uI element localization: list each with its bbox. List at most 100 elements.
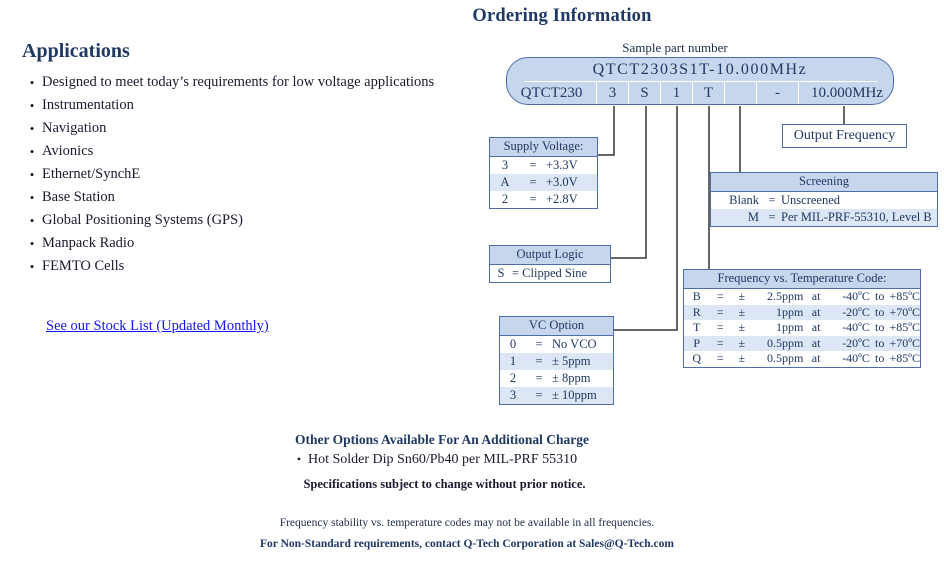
bullet-icon: • [29,98,35,113]
other-options-item-text: Hot Solder Dip Sn60/Pb40 per MIL-PRF 553… [308,452,578,467]
footer-note-contact-text: For Non-Standard requirements, contact Q… [260,538,674,550]
bullet-icon: • [29,144,35,159]
cell-hi: +85ºC [889,289,921,304]
cell-at: at [811,289,821,304]
cell-code: 3 [501,158,509,172]
cell-hi: +70ºC [889,335,921,350]
page-title: Ordering Information [0,6,944,27]
bullet-icon: • [29,75,35,90]
cell-value: Unscreened [781,193,840,207]
application-item-label: Navigation [42,120,107,136]
cell-code: T [693,320,701,335]
application-item-label: Instrumentation [42,97,134,113]
cell-code: 2 [509,371,517,385]
cell-code: S [497,266,505,280]
footer-note-availability-text: Frequency stability vs. temperature code… [279,517,655,529]
bullet-icon: • [29,121,35,136]
cell-lo: -40ºC [842,289,870,304]
vc-option-header: VC Option [500,317,613,336]
cell-eq: = [535,371,543,385]
cell-ppm: 0.5ppm [767,335,804,350]
cell-at: at [811,351,821,366]
cell-code: B [692,289,701,304]
cell-eq: = [716,304,724,319]
cell-hi: +85ºC [889,351,921,366]
cell-value: ± 8ppm [552,371,591,385]
table-row: Blank=Unscreened [711,192,937,209]
application-item-label: Ethernet/SynchE [42,166,141,182]
application-item-label: FEMTO Cells [42,258,125,274]
output-logic-rows: S= Clipped Sine [490,265,610,282]
stock-list-link[interactable]: See our Stock List (Updated Monthly) [46,318,269,334]
cell-eq: = [716,335,724,350]
cell-to: to [875,320,885,335]
cell-eq: = [768,193,776,207]
output-logic-table: Output Logic S= Clipped Sine [489,245,611,283]
application-item-label: Global Positioning Systems (GPS) [42,212,244,228]
cell-code: M [747,210,759,224]
bullet-icon: • [29,259,35,274]
table-row: 2 = ± 8ppm [500,370,613,387]
cell-value: +3.3V [546,158,578,172]
application-item-label: Designed to meet today’s requirements fo… [42,74,435,90]
other-options-heading-text: Other Options Available For An Additiona… [294,432,590,447]
applications-heading: Applications [22,40,130,62]
cell-code: 3 [509,388,517,402]
frequency-temperature-table: Frequency vs. Temperature Code: B = ±2.5pp… [683,269,921,368]
cell-lo: -20ºC [842,304,870,319]
cell-eq: = [535,354,543,368]
cell-value: Per MIL-PRF-55310, Level B [781,210,932,224]
page-title-text: Ordering Information [472,6,652,26]
footer-note-contact: For Non-Standard requirements, contact Q… [0,538,944,550]
cell-lo: -40ºC [842,320,870,335]
application-item: • Base Station [22,187,452,209]
cell-code: R [692,304,701,319]
frequency-temperature-header: Frequency vs. Temperature Code: [684,270,920,289]
cell-at: at [811,320,821,335]
cell-pm: ± [738,289,746,304]
cell-eq: = [716,320,724,335]
cell-at: at [811,335,821,350]
cell-eq: = [716,289,724,304]
application-item-label: Base Station [42,189,115,205]
cell-to: to [875,289,885,304]
cell-hi: +70ºC [889,304,921,319]
part-number-divider [525,81,877,82]
bullet-icon: • [29,167,35,182]
table-row: B = ±2.5ppm at -40ºC to +85ºC [684,289,920,305]
cell-ppm: 1ppm [776,304,804,319]
cell-eq: = [529,175,537,189]
cell-to: to [875,304,885,319]
application-item-label: Avionics [42,143,94,159]
other-options-item: • Hot Solder Dip Sn60/Pb40 per MIL-PRF 5… [290,452,710,468]
part-number-segment: T [693,82,725,104]
part-number-segment: 1 [661,82,693,104]
cell-hi: +85ºC [889,320,921,335]
application-item: • Avionics [22,141,452,163]
table-row: 3=+3.3V [490,157,597,174]
application-item: • Ethernet/SynchE [22,164,452,186]
bullet-icon: • [29,190,35,205]
cell-code: P [693,335,701,350]
cell-code: 0 [509,337,517,351]
bullet-icon: • [296,452,302,466]
cell-to: to [875,351,885,366]
cell-ppm: 0.5ppm [767,351,804,366]
table-row: 0=No VCO [500,336,613,353]
application-item: • Navigation [22,118,452,140]
screening-header: Screening [711,173,937,192]
full-part-number: QTCT2303S1T-10.000MHz [592,61,808,78]
cell-code: 2 [501,192,509,206]
cell-at: at [811,304,821,319]
cell-eq: = [535,388,543,402]
cell-ppm: 2.5ppm [767,289,804,304]
application-item: • Designed to meet today’s requirements f… [22,72,452,94]
